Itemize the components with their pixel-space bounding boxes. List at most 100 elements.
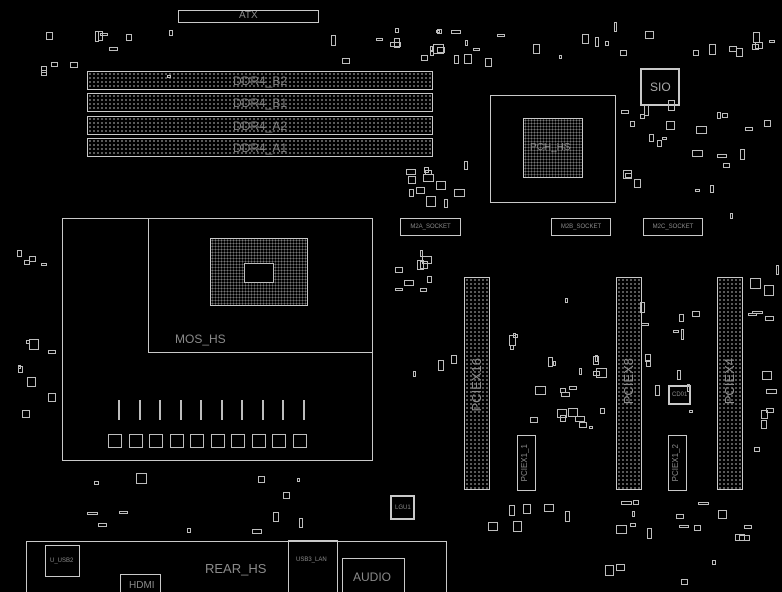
usb2-label: U_USB2 <box>50 558 74 564</box>
smd-component <box>762 371 772 380</box>
smd-component <box>712 560 716 565</box>
smd-component <box>70 62 78 68</box>
vrm-mosfet <box>108 434 122 448</box>
m2-label: M2A_SOCKET <box>410 224 451 230</box>
audio-jack[interactable]: AUDIO <box>342 558 405 592</box>
smd-component <box>753 32 760 43</box>
vrm-mosfet <box>231 434 245 448</box>
smd-component <box>565 511 570 522</box>
smd-component <box>523 504 531 514</box>
smd-component <box>600 408 605 414</box>
smd-component <box>420 288 427 292</box>
smd-component <box>689 410 693 413</box>
m2b-socket[interactable]: M2B_SOCKET <box>551 218 611 236</box>
smd-component <box>754 447 760 452</box>
smd-component <box>561 392 570 397</box>
smd-component <box>625 173 632 178</box>
sio-chip[interactable]: SIO <box>640 68 680 106</box>
pciex1-2-slot[interactable]: PCIEX1_2 <box>668 435 687 491</box>
vrm-choke <box>302 400 305 420</box>
pcie-x1-label: PCIEX1_1 <box>520 444 529 482</box>
codec-chip[interactable]: CD01 <box>668 385 691 405</box>
dimm-slot-b1[interactable]: DDR4_B1 <box>87 93 433 112</box>
smd-component <box>424 167 429 173</box>
smd-component <box>579 368 582 375</box>
dimm-label: DDR4_A2 <box>232 118 288 133</box>
usb-lan-port[interactable]: USB3_LAN <box>288 540 338 592</box>
smd-component <box>717 112 721 119</box>
m2c-socket[interactable]: M2C_SOCKET <box>643 218 703 236</box>
hdmi-port[interactable]: HDMI <box>120 574 161 592</box>
smd-component <box>745 127 753 131</box>
smd-component <box>657 140 662 147</box>
smd-component <box>119 511 128 514</box>
smd-component <box>662 137 667 140</box>
smd-component <box>436 181 446 190</box>
dimm-slot-b2[interactable]: DDR4_B2 <box>87 71 433 90</box>
smd-component <box>408 176 416 184</box>
pciex16-slot[interactable]: PCIEX16 <box>464 277 490 490</box>
smd-component <box>409 189 414 197</box>
smd-component <box>776 265 779 275</box>
smd-component <box>464 54 472 64</box>
smd-component <box>473 48 480 51</box>
dimm-slot-a1[interactable]: DDR4_A1 <box>87 138 433 157</box>
atx-connector[interactable]: ATX <box>178 10 319 23</box>
smd-component <box>444 199 448 208</box>
smd-component <box>739 535 750 541</box>
smd-component <box>413 371 416 377</box>
smd-component <box>41 66 47 73</box>
smd-component <box>430 46 433 52</box>
dimm-slot-a2[interactable]: DDR4_A2 <box>87 116 433 135</box>
smd-component <box>575 416 585 422</box>
pciex4-slot[interactable]: PCIEX4 <box>717 277 743 490</box>
smd-component <box>438 360 444 371</box>
smd-component <box>430 50 434 56</box>
lan-chip-label: LGU1 <box>395 505 411 511</box>
smd-component <box>679 314 684 322</box>
smd-component <box>655 385 660 396</box>
smd-component <box>509 505 515 516</box>
smd-component <box>730 213 733 219</box>
smd-component <box>464 161 468 170</box>
smd-component <box>632 511 635 517</box>
smd-component <box>695 189 700 192</box>
vrm-mosfet <box>190 434 204 448</box>
smd-component <box>709 44 716 55</box>
smd-component <box>596 368 607 378</box>
smd-component <box>465 40 468 46</box>
usb2-port[interactable]: U_USB2 <box>45 545 80 577</box>
smd-component <box>48 393 56 402</box>
pciex8-slot[interactable]: PCIEX8 <box>616 277 642 490</box>
smd-component <box>710 185 714 193</box>
smd-component <box>24 260 30 265</box>
pch-heatsink[interactable]: PCH_HS <box>523 118 583 178</box>
rear-io-area: REAR_HS <box>26 541 447 592</box>
smd-component <box>666 121 675 130</box>
smd-component <box>723 163 730 168</box>
pciex1-1-slot[interactable]: PCIEX1_1 <box>517 435 536 491</box>
smd-component <box>740 149 745 160</box>
smd-component <box>427 276 432 283</box>
vrm-choke <box>261 400 264 420</box>
smd-component <box>668 100 675 111</box>
smd-component <box>136 473 147 484</box>
smd-component <box>633 500 639 505</box>
mos-heatsink[interactable]: MOS_HS <box>148 218 373 353</box>
pcie-label: PCIEX16 <box>469 358 484 412</box>
m2-label: M2C_SOCKET <box>652 224 694 230</box>
smd-component <box>630 523 636 527</box>
smd-component <box>692 311 700 317</box>
m2a-socket[interactable]: M2A_SOCKET <box>400 218 461 236</box>
smd-component <box>421 55 428 61</box>
smd-component <box>395 288 403 291</box>
smd-component <box>605 41 609 46</box>
smd-component <box>187 528 191 533</box>
sio-label: SIO <box>650 80 671 94</box>
smd-component <box>485 58 492 67</box>
lan-chip[interactable]: LGU1 <box>390 495 415 520</box>
cpu-socket[interactable] <box>210 238 308 306</box>
smd-component <box>169 30 173 36</box>
smd-component <box>51 62 58 67</box>
smd-component <box>252 529 262 534</box>
